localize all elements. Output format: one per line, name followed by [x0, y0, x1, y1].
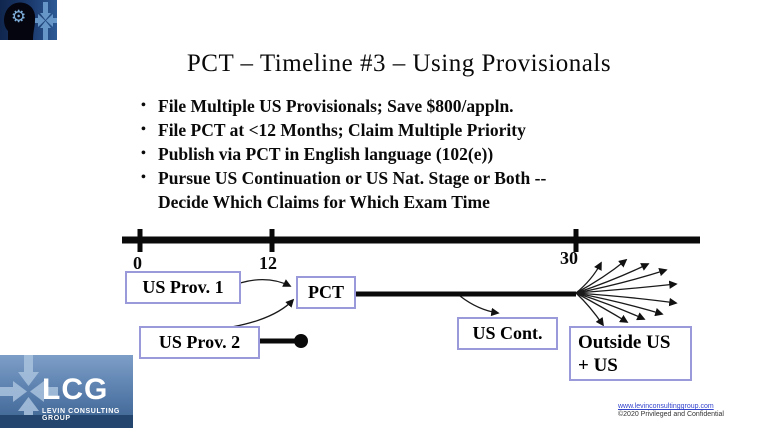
- tick-label-0: 0: [133, 253, 142, 273]
- bullet-item: •File Multiple US Provisionals; Save $80…: [141, 96, 514, 116]
- box-outside-us: Outside US + US: [569, 326, 692, 381]
- lcg-strip: [0, 415, 133, 428]
- tick-label-12: 12: [259, 253, 277, 273]
- gear-icon: ⚙: [11, 7, 26, 26]
- lcg-full-name: LEVIN CONSULTING GROUP: [42, 408, 120, 422]
- website-link[interactable]: www.levinconsultinggroup.com: [618, 403, 714, 410]
- bullet-dot: •: [141, 98, 146, 113]
- copyright-text: ©2020 Privileged and Confidential: [618, 411, 724, 418]
- bullet-dot: •: [141, 122, 146, 137]
- lcg-acronym: LCG: [42, 373, 109, 406]
- tick-label-30: 30: [560, 248, 578, 268]
- bullet-dot: •: [141, 170, 146, 185]
- bullet-item: •Publish via PCT in English language (10…: [141, 144, 494, 164]
- timeline-axis: [122, 229, 700, 252]
- box-us-prov-1: US Prov. 1: [125, 271, 241, 304]
- box-us-cont: US Cont.: [457, 317, 558, 350]
- head-gear-logo: ⚙: [0, 0, 57, 41]
- bullet-item: •File PCT at <12 Months; Claim Multiple …: [141, 120, 526, 140]
- box-outside-us-line1: Outside US: [578, 331, 671, 353]
- box-pct: PCT: [296, 276, 356, 309]
- bullet-list: •File Multiple US Provisionals; Save $80…: [139, 94, 704, 214]
- slide-title: PCT – Timeline #3 – Using Provisionals: [186, 50, 612, 77]
- bullet-dot: •: [141, 146, 146, 161]
- box-us-prov-2: US Prov. 2: [139, 326, 260, 359]
- bullet-item: •Pursue US Continuation or US Nat. Stage…: [141, 168, 547, 212]
- lcg-logo: LCG LEVIN CONSULTING GROUP: [0, 355, 133, 428]
- converging-arrows-icon: [30, 2, 57, 40]
- footer: www.levinconsultinggroup.com ©2020 Privi…: [618, 403, 763, 419]
- head-silhouette-icon: ⚙: [4, 2, 57, 41]
- arrow-to-us-cont: [459, 295, 500, 317]
- national-stage-fan-arrows: [575, 258, 678, 327]
- box-outside-us-line2: + US: [578, 354, 618, 376]
- prov2-abandon-line: [255, 334, 308, 348]
- arrow-prov1-to-pct: [239, 279, 292, 287]
